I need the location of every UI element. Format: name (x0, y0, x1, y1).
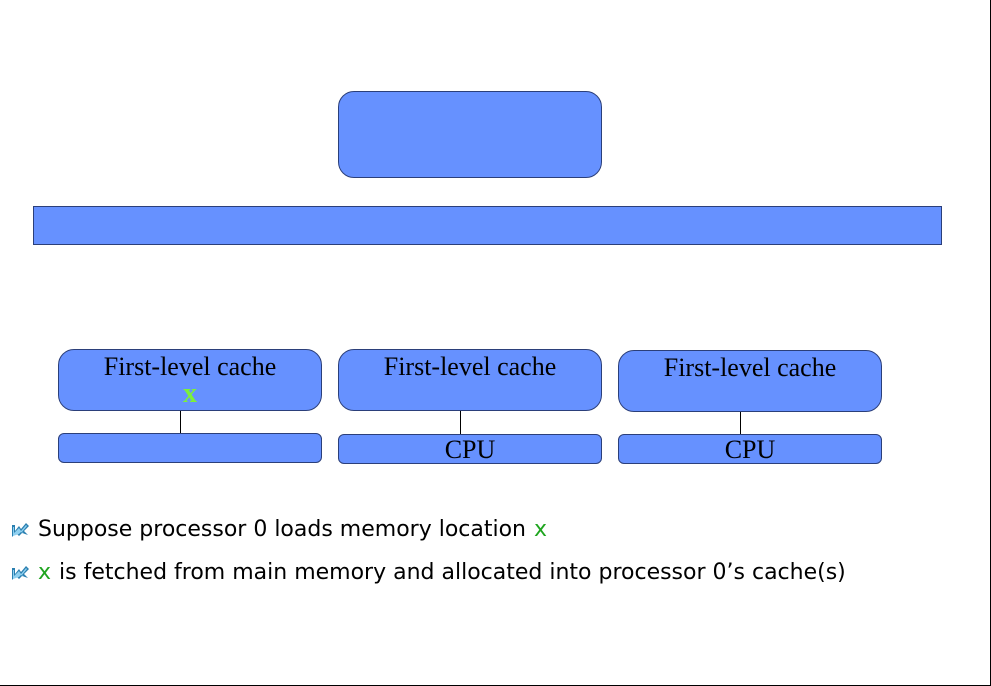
cache-label: First-level cache (103, 352, 277, 381)
cache-label: First-level cache (663, 353, 837, 382)
first-level-cache-1: First-level cache (338, 349, 602, 411)
interconnect-bus (33, 206, 942, 245)
first-level-cache-0: First-level cache x (58, 349, 322, 411)
bullet-item: Suppose processor 0 loads memory locatio… (10, 508, 846, 551)
bullet-list: Suppose processor 0 loads memory locatio… (10, 508, 846, 594)
cache-cpu-connector-2 (740, 412, 741, 434)
bullet-text: is fetched from main memory and allocate… (59, 560, 846, 585)
main-memory-box (338, 91, 602, 178)
bullet-item: x is fetched from main memory and alloca… (10, 551, 846, 594)
first-level-cache-2: First-level cache (618, 350, 882, 412)
cpu-box-2: CPU (618, 434, 882, 464)
cpu-label: CPU (444, 435, 496, 464)
cpu-label: CPU (724, 435, 776, 464)
cache-label: First-level cache (383, 352, 557, 381)
cache-cpu-connector-1 (460, 411, 461, 434)
bullet-arrow-icon (10, 519, 32, 541)
bullet-arrow-icon (10, 562, 32, 584)
bullet-highlight: x (534, 517, 548, 542)
bullet-text: Suppose processor 0 loads memory locatio… (38, 517, 526, 542)
cpu-box-0 (58, 433, 322, 463)
cpu-box-1: CPU (338, 434, 602, 464)
cached-variable-x: x (183, 378, 197, 409)
cache-cpu-connector-0 (180, 411, 181, 433)
bullet-highlight: x (38, 560, 52, 585)
